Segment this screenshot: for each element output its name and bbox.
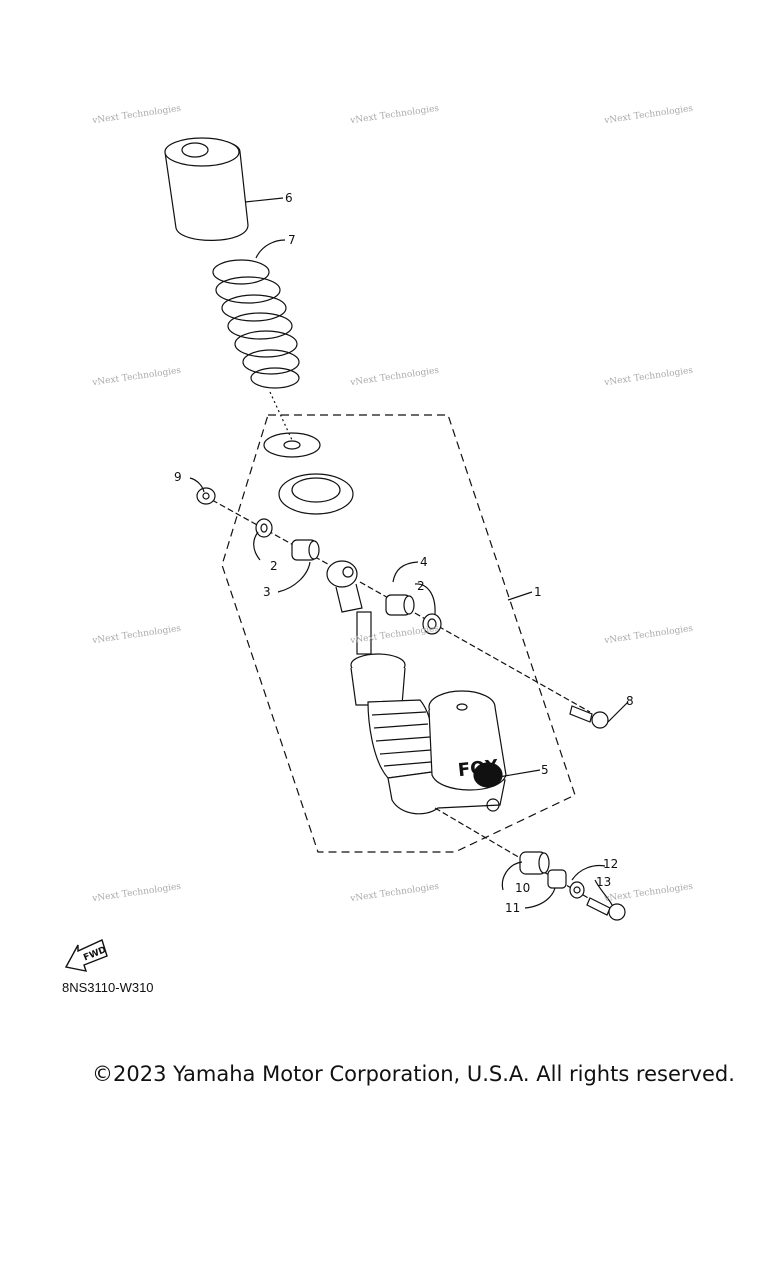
callout-11: 11: [505, 901, 520, 915]
fwd-arrow-icon: FWD: [64, 939, 108, 972]
copyright-notice: ©2023 Yamaha Motor Corporation, U.S.A. A…: [92, 1062, 735, 1086]
part-12-washer: [569, 881, 585, 899]
upper-mount-eye: [326, 560, 372, 655]
callout-3: 3: [263, 585, 271, 599]
callout-2-left: 2: [270, 559, 278, 573]
part-9-nut: [196, 487, 216, 505]
callout-2-right: 2: [417, 579, 425, 593]
part-8-bolt: [569, 705, 609, 729]
callout-5: 5: [541, 763, 549, 777]
part-3-collar: [291, 539, 320, 561]
callout-12: 12: [603, 857, 618, 871]
part-7-spring: [212, 259, 300, 389]
callout-6: 6: [285, 191, 293, 205]
callout-10: 10: [515, 881, 530, 895]
callout-13: 13: [596, 875, 611, 889]
callout-4: 4: [420, 555, 428, 569]
callout-7: 7: [288, 233, 296, 247]
part-2-washer-right: [422, 613, 442, 635]
spring-collar: [278, 473, 354, 515]
part-4-collar: [385, 594, 415, 616]
callout-8: 8: [626, 694, 634, 708]
callout-1: 1: [534, 585, 542, 599]
fox-logo: FOX: [457, 756, 500, 781]
part-13-bolt: [586, 897, 626, 921]
spring-seat: [263, 432, 321, 458]
shock-reservoir: [428, 690, 507, 791]
part-11-collar: [547, 869, 567, 889]
callout-9: 9: [174, 470, 182, 484]
diagram-code: 8NS3110-W310: [62, 980, 154, 995]
part-6-boot: [164, 137, 249, 241]
part-10-collar: [519, 851, 550, 875]
part-2-washer-left: [255, 518, 273, 538]
